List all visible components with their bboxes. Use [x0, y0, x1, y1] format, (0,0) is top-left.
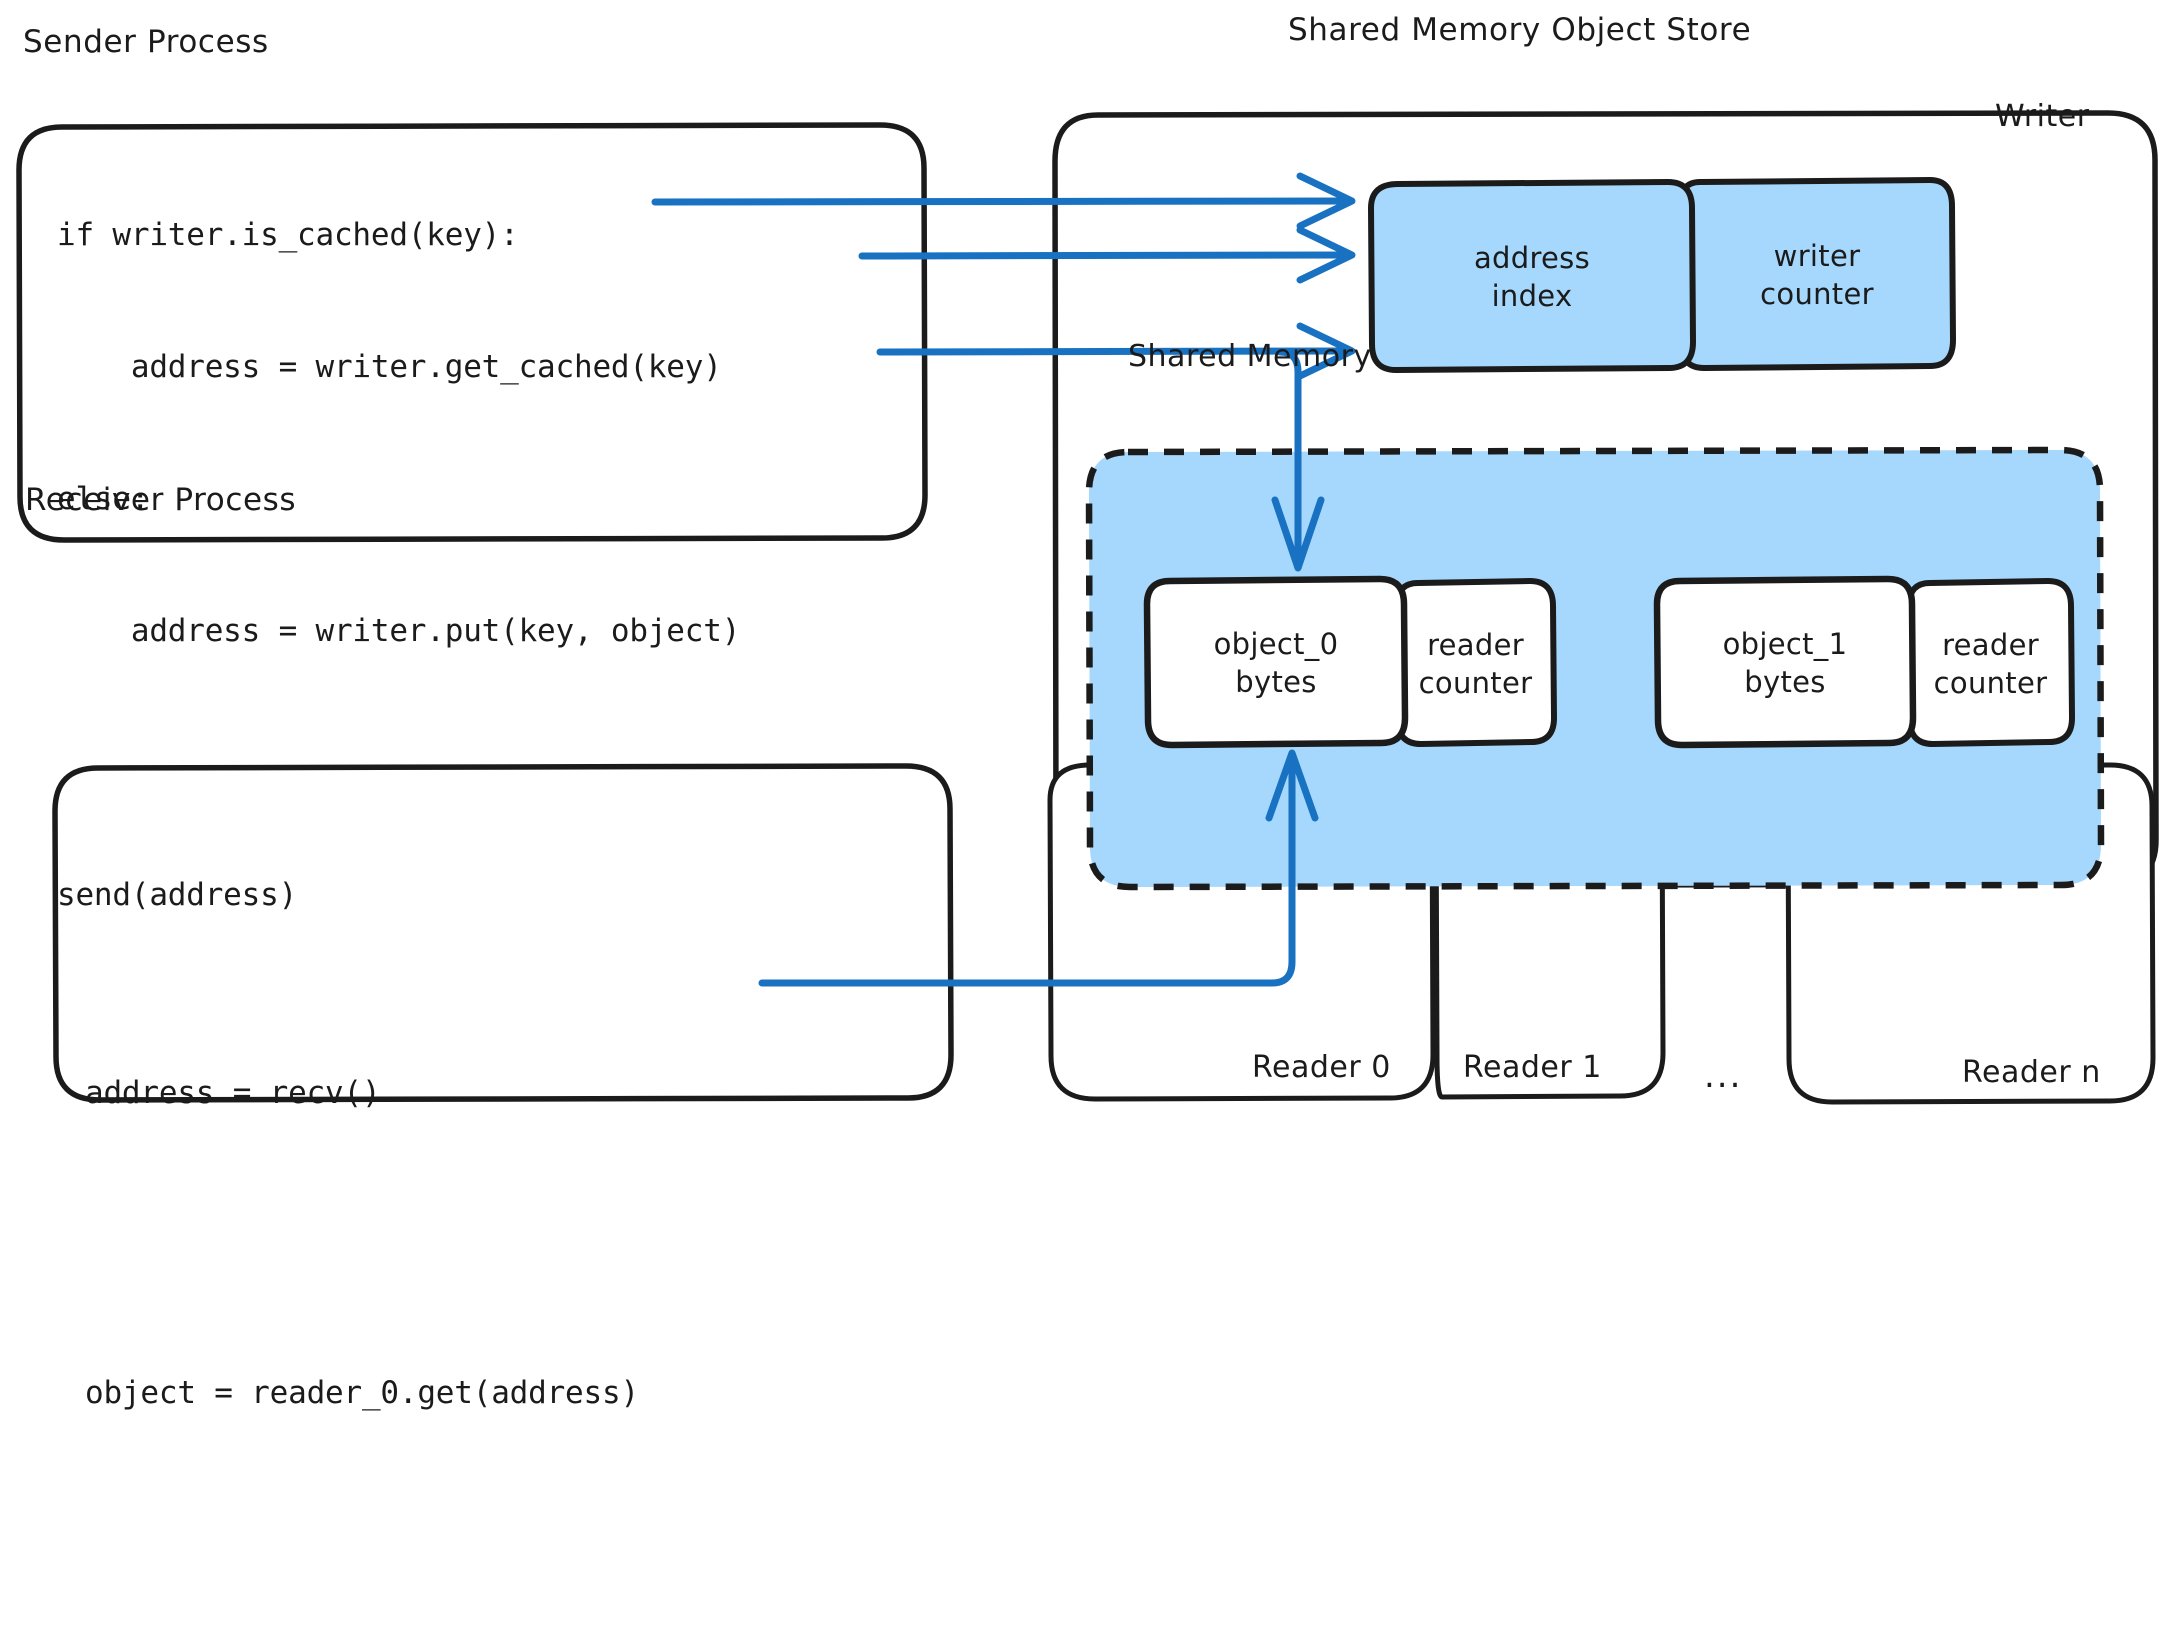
reader-0-label: Reader 0 [1252, 1050, 1391, 1085]
diagram-canvas: Sender Process Shared Memory Object Stor… [16, 12, 2159, 1411]
shared-memory-object-store-title: Shared Memory Object Store [1288, 12, 1752, 48]
object-0-bytes-label: bytes [1235, 665, 1317, 699]
sender-code-line-2: address = writer.get_cached(key) [57, 349, 722, 385]
arrow-put [876, 347, 1349, 356]
sender-code-line-4: address = writer.put(key, object) [57, 613, 741, 649]
readers-ellipsis-label: ... [1704, 1056, 1743, 1096]
reader-counter-0-cell: reader counter [1397, 583, 1554, 744]
receiver-code-line-2: object = reader_0.get(address) [85, 1375, 639, 1411]
arrow-reader-get-head [1265, 749, 1319, 822]
address-index-cell-box [1368, 179, 1696, 373]
shapes-layer [16, 110, 2159, 1105]
sender-code-block: if writer.is_cached(key): address = writ… [57, 125, 740, 1005]
object-0-bytes-cell: object_0 bytes [1147, 581, 1405, 745]
arrow-put-head [1296, 322, 1356, 380]
address-index-cell: address index [1371, 184, 1693, 370]
sender-process-title: Sender Process [23, 24, 269, 60]
writer-counter-cell: writer counter [1681, 182, 1953, 368]
reader-counter-1-line-1: reader [1942, 627, 2039, 662]
arrow-put-branch-head [1271, 496, 1325, 572]
address-index-line-2: index [1491, 279, 1573, 313]
shared-memory-region [1085, 446, 2105, 891]
object-0-bytes-box [1143, 575, 1409, 749]
receiver-process-title: Receiver Process [25, 482, 297, 518]
arrow-is-cached [651, 197, 1349, 206]
writer-region-label: Writer [1995, 99, 2090, 134]
address-index-line-1: address [1473, 241, 1591, 275]
object-1-label: object_1 [1722, 627, 1848, 661]
sender-code-line-1: if writer.is_cached(key): [57, 217, 519, 253]
arrows-layer [651, 172, 1356, 987]
shared-memory-label: Shared Memory [1128, 339, 1372, 374]
receiver-process-box [52, 763, 954, 1103]
sender-code-blank-line [57, 741, 740, 785]
sender-code-line-3: else: [57, 481, 150, 517]
object-1-bytes-box [1653, 575, 1917, 749]
arrow-is-cached-head [1296, 172, 1356, 230]
arrow-put-branch-to-shared-memory [1276, 348, 1302, 560]
arrow-get-cached-head [1296, 226, 1356, 284]
sender-process-box [16, 122, 928, 543]
writer-counter-line-2: counter [1760, 277, 1874, 311]
reader-counter-1-cell: reader counter [1909, 583, 2072, 744]
receiver-code-line-1: address = recv() [85, 1075, 381, 1111]
reader-1-label: Reader 1 [1463, 1050, 1602, 1085]
arrow-get-cached [858, 251, 1349, 260]
object-1-bytes-label: bytes [1744, 665, 1826, 699]
reader-counter-0-line-2: counter [1418, 665, 1533, 700]
writer-counter-line-1: writer [1773, 239, 1861, 273]
sender-code-line-5: send(address) [57, 877, 298, 913]
reader-counter-1-line-2: counter [1933, 665, 2048, 700]
reader-counter-0-line-1: reader [1427, 627, 1524, 662]
reader-n-label: Reader n [1962, 1055, 2101, 1090]
object-1-bytes-cell: object_1 bytes [1657, 581, 1913, 745]
arrow-reader-get [758, 762, 1296, 987]
receiver-code-block: address = recv() object = reader_0.get(a… [85, 843, 639, 1643]
object-0-label: object_0 [1213, 627, 1339, 661]
